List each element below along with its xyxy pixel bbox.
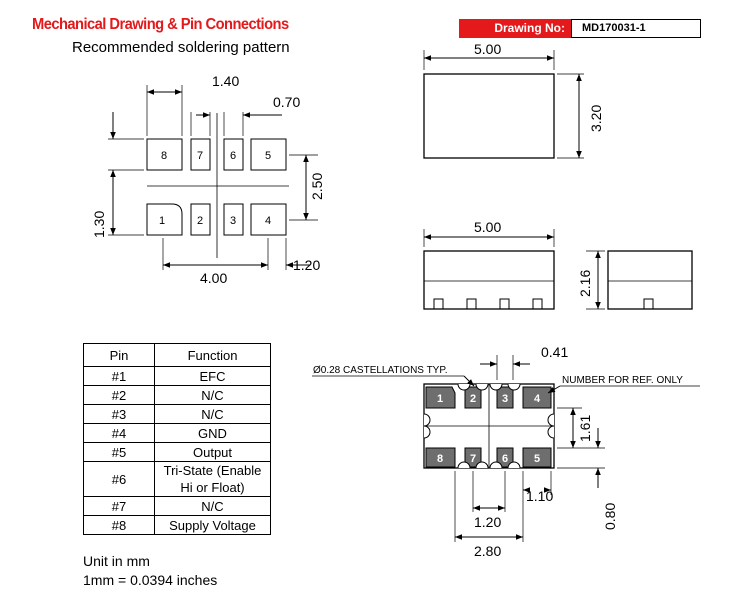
unit-note: Unit in mm [83, 553, 150, 569]
table-header-function: Function [154, 343, 271, 367]
bottom-pin-label: 4 [534, 393, 541, 405]
bottom-pad-7 [464, 447, 482, 468]
bottom-pad-6 [496, 447, 514, 468]
conversion-note: 1mm = 0.0394 inches [83, 572, 218, 588]
page-subtitle: Recommended soldering pattern [72, 39, 290, 56]
dim-2-80: 2.80 [474, 543, 501, 559]
dim-2-50: 2.50 [309, 173, 325, 200]
function-line-2: Hi or Float) [180, 480, 245, 495]
pad-label: 5 [265, 150, 271, 162]
drawing-number-label: Drawing No: [459, 19, 571, 38]
pad-label: 3 [230, 215, 236, 227]
pin-cell: #1 [83, 366, 155, 386]
pad-8 [146, 138, 183, 171]
bottom-pad-3 [496, 386, 514, 409]
bottom-pin-label: 5 [534, 453, 540, 465]
bottom-pad-8 [425, 447, 456, 468]
bottom-pin-label: 3 [502, 393, 508, 405]
table-header-pin: Pin [83, 343, 155, 367]
pad-label: 8 [161, 150, 167, 162]
function-cell: N/C [154, 404, 271, 424]
top-view [423, 50, 584, 159]
pad-label: 1 [159, 215, 165, 227]
bottom-pin-label: 1 [437, 393, 443, 405]
bottom-pin-label: 7 [470, 453, 476, 465]
bottom-view [312, 355, 700, 542]
pad-4 [250, 203, 287, 236]
table-row: #6 Tri-State (Enable Hi or Float) [83, 461, 271, 497]
function-cell: Tri-State (Enable Hi or Float) [154, 461, 271, 497]
dim-1-20: 1.20 [293, 257, 320, 273]
bottom-pin-label: 2 [470, 393, 476, 405]
dim-1-30: 1.30 [91, 211, 107, 238]
pin-cell: #8 [83, 515, 155, 535]
pad-label: 6 [230, 150, 236, 162]
pad-label: 4 [265, 215, 271, 227]
pin-cell: #5 [83, 442, 155, 462]
dim-1-40: 1.40 [212, 73, 239, 89]
pad-7 [190, 138, 211, 171]
drawing-number-value: MD170031-1 [571, 19, 701, 38]
dim-1-61: 1.61 [577, 415, 593, 442]
side-height-dim: 2.16 [577, 270, 593, 297]
dim-0-70: 0.70 [273, 94, 300, 110]
function-cell: EFC [154, 366, 271, 386]
pin-cell: #3 [83, 404, 155, 424]
function-cell: Supply Voltage [154, 515, 271, 535]
dim-4-00: 4.00 [200, 270, 227, 286]
ref-note: NUMBER FOR REF. ONLY [562, 375, 683, 386]
dim-1-10: 1.10 [526, 488, 553, 504]
function-cell: N/C [154, 496, 271, 516]
dim-1-20-bottom: 1.20 [474, 514, 501, 530]
pin-cell: #7 [83, 496, 155, 516]
side-width-dim: 5.00 [474, 219, 501, 235]
pad-2 [190, 203, 211, 236]
function-cell: Output [154, 442, 271, 462]
pad-label: 7 [197, 150, 203, 162]
bottom-pad-1 [425, 386, 456, 409]
dim-0-80: 0.80 [602, 503, 618, 530]
function-line-1: Tri-State (Enable [163, 463, 262, 478]
pad-6 [223, 138, 244, 171]
soldering-pattern [108, 85, 318, 270]
pad-1 [146, 203, 183, 236]
side-view [423, 229, 693, 310]
bottom-pin-label: 6 [502, 453, 508, 465]
pin-cell: #4 [83, 423, 155, 443]
top-width-dim: 5.00 [474, 41, 501, 57]
bottom-pin-label: 8 [437, 453, 443, 465]
unit-notes: Unit in mm 1mm = 0.0394 inches [83, 552, 217, 590]
bottom-pad-2 [464, 386, 482, 409]
pin-cell: #2 [83, 385, 155, 405]
pin-cell: #6 [83, 461, 155, 497]
function-cell: N/C [154, 385, 271, 405]
pad-3 [223, 203, 244, 236]
pad-label: 2 [197, 215, 203, 227]
castellation-note: Ø0.28 CASTELLATIONS TYP. [313, 365, 448, 376]
function-cell: GND [154, 423, 271, 443]
bottom-pad-5 [522, 447, 552, 468]
page-title: Mechanical Drawing & Pin Connections [32, 16, 289, 33]
top-height-dim: 3.20 [588, 105, 604, 132]
pad-5 [250, 138, 287, 171]
bottom-pad-4 [522, 386, 552, 409]
dim-0-41: 0.41 [541, 344, 568, 360]
